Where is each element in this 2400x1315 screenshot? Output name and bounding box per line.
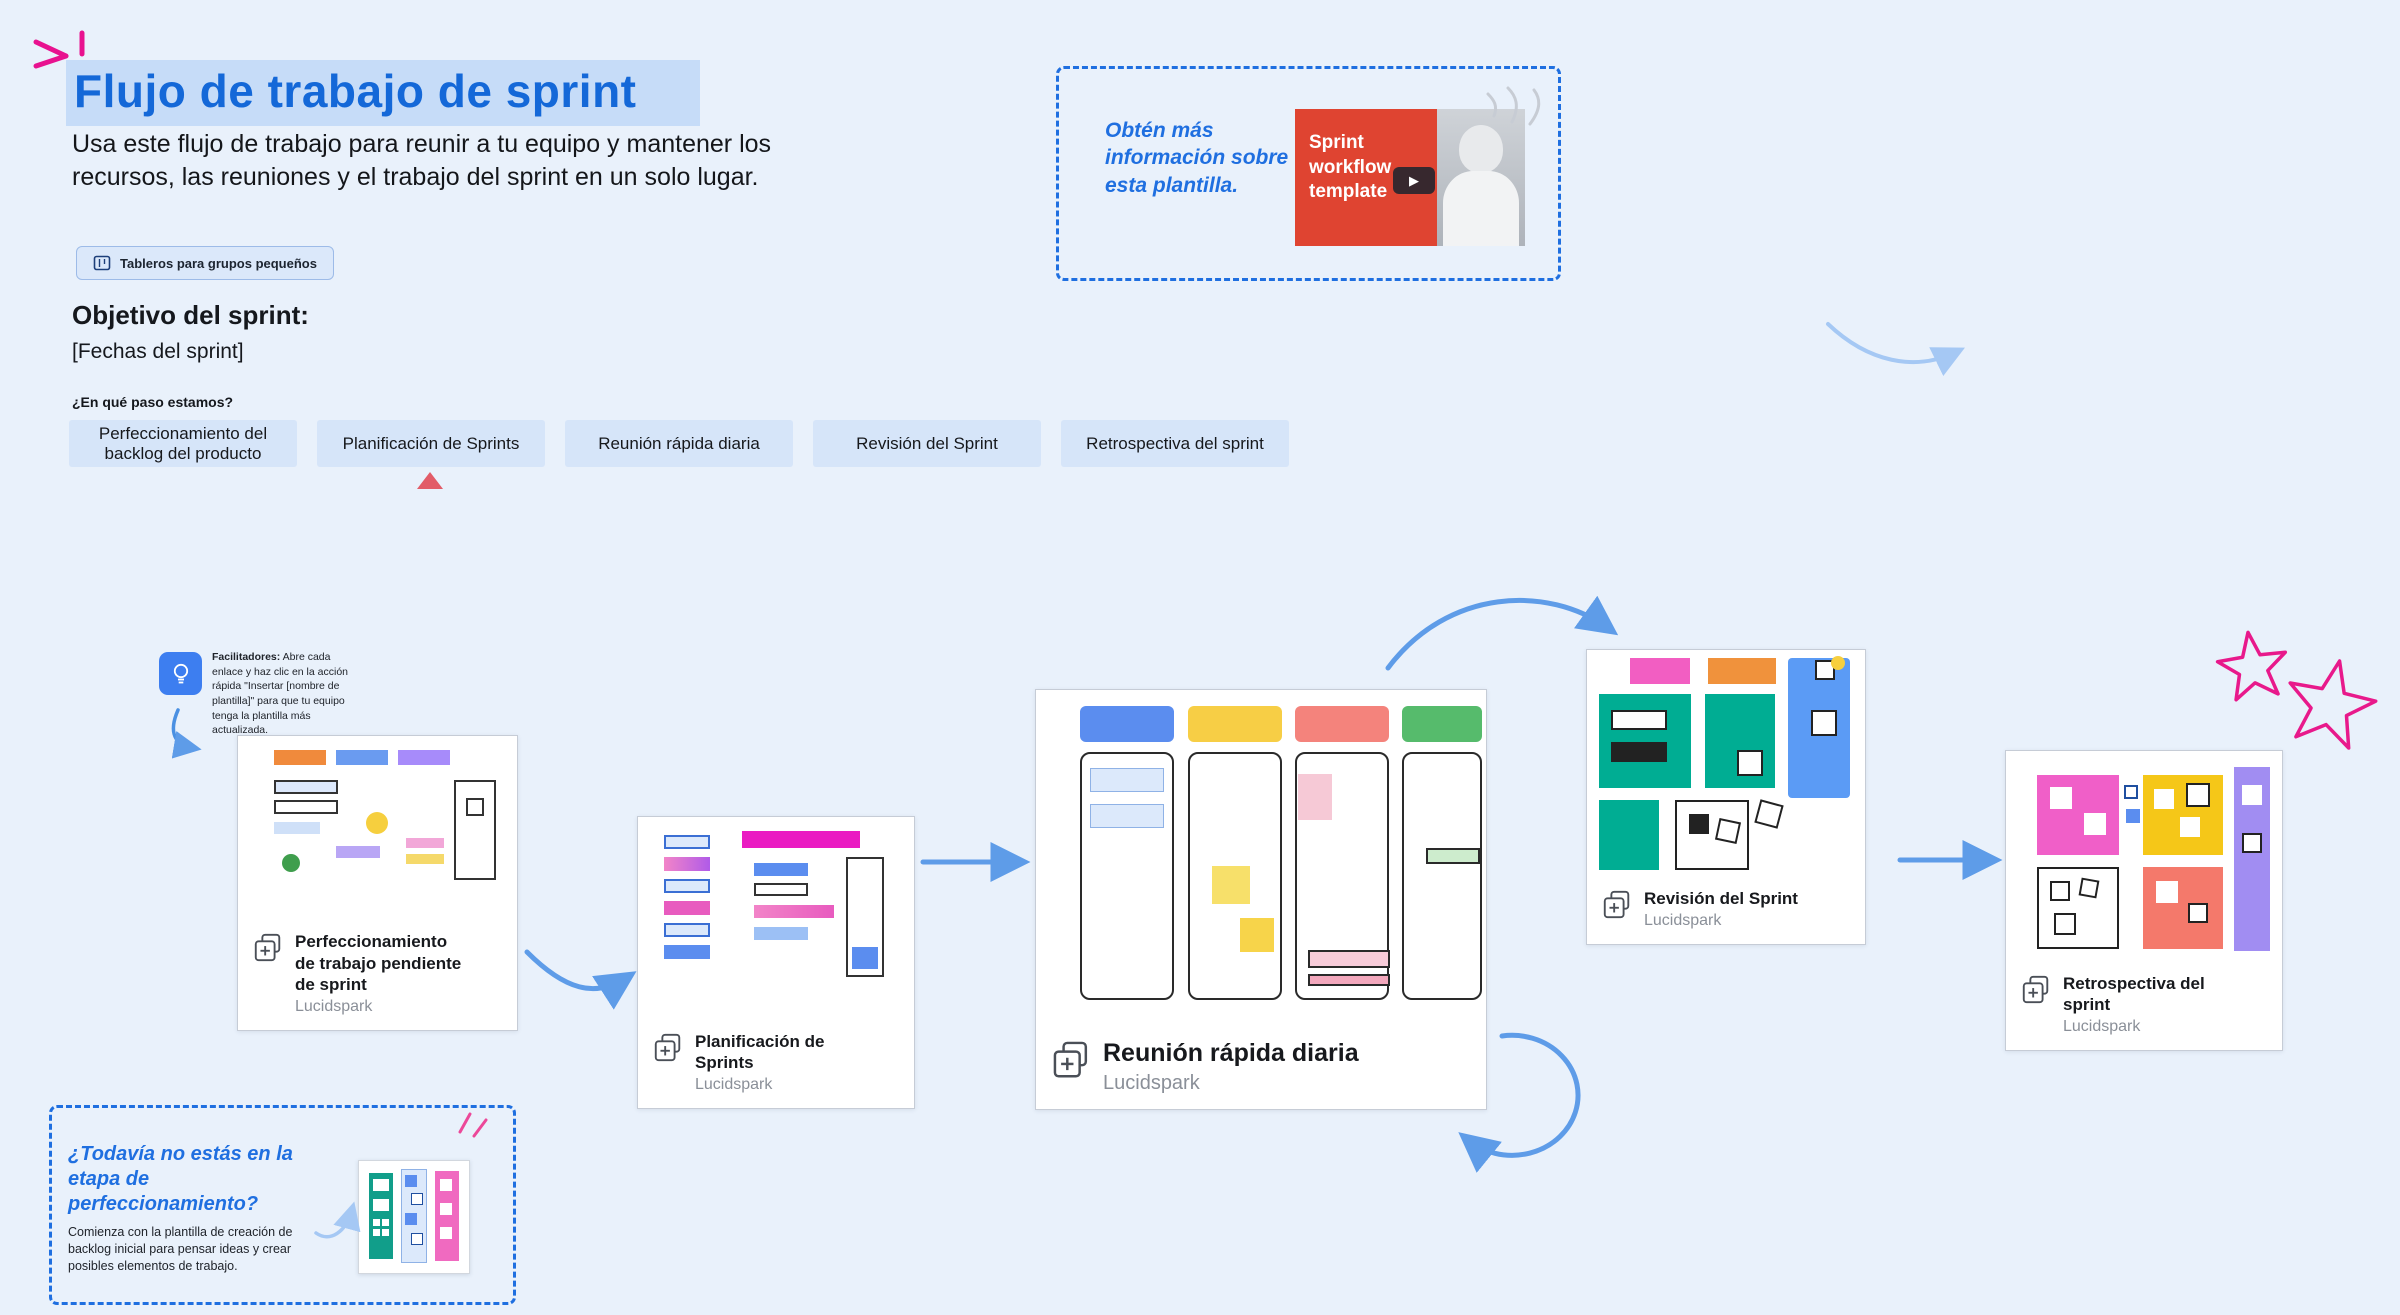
learn-more-box: Obtén más información sobre esta plantil… — [1056, 66, 1561, 281]
card-backlog-refinement-thumbnail — [238, 736, 517, 920]
card-sprint-retrospective-thumbnail — [2006, 751, 2282, 979]
card-footer: Perfeccionamiento de trabajo pendiente d… — [238, 921, 517, 1030]
card-title: Revisión del Sprint — [1644, 888, 1798, 908]
star-doodle-large — [2288, 659, 2378, 750]
card-brand: Lucidspark — [695, 1076, 773, 1093]
page-title: Flujo de trabajo de sprint — [66, 60, 701, 126]
sprint-goal-label: Objetivo del sprint: — [72, 300, 309, 330]
card-brand: Lucidspark — [1103, 1072, 1200, 1094]
card-sprint-retrospective[interactable]: Retrospectiva del sprint Lucidspark — [2005, 750, 2283, 1051]
tip-lightbulb-badge — [159, 652, 202, 695]
card-title: Retrospectiva del sprint — [2063, 973, 2205, 1014]
card-backlog-refinement[interactable]: Perfeccionamiento de trabajo pendiente d… — [237, 735, 518, 1031]
card-sprint-planning[interactable]: Planificación de Sprints Lucidspark — [637, 816, 915, 1109]
card-title: Planificación de Sprints — [695, 1031, 825, 1072]
starter-template-thumbnail[interactable] — [358, 1160, 470, 1274]
presenter-shoulders — [1443, 171, 1519, 246]
lightbulb-icon — [173, 663, 188, 683]
step-button-daily-standup[interactable]: Reunión rápida diaria — [565, 420, 793, 467]
presenter-head — [1459, 125, 1503, 173]
facilitators-tip-body: Abre cada enlace y haz clic en la acción… — [212, 651, 348, 737]
card-daily-standup-thumbnail — [1036, 690, 1486, 1012]
star-doodles — [2215, 630, 2378, 750]
facilitators-tip: Facilitadores: Abre cada enlace y haz cl… — [212, 650, 364, 738]
card-brand: Lucidspark — [1644, 912, 1722, 929]
video-caption: Sprint workflow template — [1309, 132, 1392, 203]
card-brand: Lucidspark — [295, 998, 373, 1015]
insert-template-icon — [1050, 1038, 1092, 1085]
insert-template-icon — [652, 1031, 684, 1068]
starter-heading: ¿Todavía no estás en la etapa de perfecc… — [68, 1143, 293, 1215]
step-button-backlog-refinement[interactable]: Perfeccionamiento del backlog del produc… — [69, 420, 297, 467]
step-button-sprint-review[interactable]: Revisión del Sprint — [813, 420, 1041, 467]
board-size-badge-label: Tableros para grupos pequeños — [120, 255, 317, 271]
board-size-badge[interactable]: Tableros para grupos pequeños — [76, 246, 334, 280]
play-button[interactable]: ▶ — [1393, 167, 1435, 194]
play-icon: ▶ — [1409, 172, 1419, 188]
card-title: Reunión rápida diaria — [1103, 1038, 1359, 1067]
card-daily-standup[interactable]: Reunión rápida diaria Lucidspark — [1035, 689, 1487, 1110]
insert-template-icon — [2020, 973, 2052, 1010]
arrow-card3-to-card4 — [1385, 595, 1619, 671]
sprint-steps-row: Perfeccionamiento del backlog del produc… — [69, 420, 1289, 467]
template-video-thumbnail[interactable]: Sprint workflow template ▶ — [1295, 109, 1525, 246]
arrow-tip-down — [171, 708, 202, 759]
card-sprint-review-thumbnail — [1587, 650, 1865, 874]
current-step-marker[interactable] — [417, 472, 443, 489]
step-button-sprint-planning[interactable]: Planificación de Sprints — [317, 420, 545, 467]
current-step-question: ¿En qué paso estamos? — [72, 394, 234, 410]
card-footer: Revisión del Sprint Lucidspark — [1587, 877, 1865, 944]
starter-body-text: Comienza con la plantilla de creación de… — [68, 1225, 293, 1273]
card-sprint-planning-thumbnail — [638, 817, 914, 1017]
page-subtitle: Usa este flujo de trabajo para reunir a … — [72, 130, 772, 191]
arrow-card1-to-card2 — [524, 949, 637, 1010]
card-footer: Retrospectiva del sprint Lucidspark — [2006, 962, 2282, 1050]
insert-template-icon — [1601, 888, 1633, 925]
card-sprint-review[interactable]: Revisión del Sprint Lucidspark — [1586, 649, 1866, 945]
sprint-dates-placeholder[interactable]: [Fechas del sprint] — [72, 340, 244, 363]
facilitators-tip-label: Facilitadores: — [212, 651, 281, 663]
insert-template-icon — [252, 931, 284, 968]
learn-more-text: Obtén más información sobre esta plantil… — [1105, 119, 1289, 197]
card-footer: Reunión rápida diaria Lucidspark — [1036, 1027, 1486, 1109]
card-title: Perfeccionamiento de trabajo pendiente d… — [295, 932, 462, 994]
presenter-photo — [1437, 109, 1525, 246]
card-footer: Planificación de Sprints Lucidspark — [638, 1020, 914, 1108]
starter-template-box: ¿Todavía no estás en la etapa de perfecc… — [49, 1105, 516, 1305]
arrow-learn-more — [1826, 322, 1965, 377]
card-brand: Lucidspark — [2063, 1018, 2141, 1035]
step-button-sprint-retro[interactable]: Retrospectiva del sprint — [1061, 420, 1289, 467]
board-icon — [93, 255, 111, 271]
star-doodle-small — [2215, 630, 2288, 702]
